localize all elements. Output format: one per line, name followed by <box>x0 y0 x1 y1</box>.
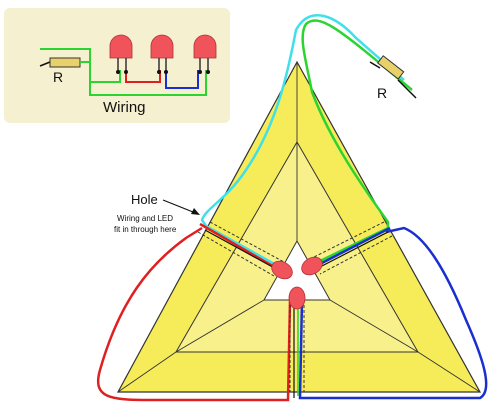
inset-title: Wiring <box>103 99 146 116</box>
inset-led-icon <box>193 34 217 72</box>
resistor-icon <box>369 55 417 99</box>
led-bottom-icon <box>288 286 306 310</box>
inset-led-icon <box>150 34 174 72</box>
inset-blue-wire <box>165 70 199 89</box>
red-wire <box>97 226 292 402</box>
led-left-icon <box>271 260 293 280</box>
inset-resistor-label: R <box>53 69 63 85</box>
wiring-inset: R Wiring <box>4 8 230 123</box>
cyan-wire <box>200 14 405 268</box>
blue-wire <box>298 226 488 400</box>
wires <box>97 14 488 402</box>
resistor-label: R <box>377 85 387 101</box>
inset-red-wire <box>125 70 161 83</box>
center-leds <box>271 256 323 310</box>
wire-channel-right <box>319 235 393 275</box>
inset-led-icon <box>109 34 133 72</box>
hole-note-line1: Wiring and LED <box>117 214 173 223</box>
green-wire <box>301 19 413 264</box>
hole-annotation: Hole Wiring and LED fit in through here <box>114 192 200 234</box>
led-right-icon <box>301 256 323 276</box>
hole-note-line2: fit in through here <box>114 225 177 234</box>
hole-label: Hole <box>131 192 158 207</box>
